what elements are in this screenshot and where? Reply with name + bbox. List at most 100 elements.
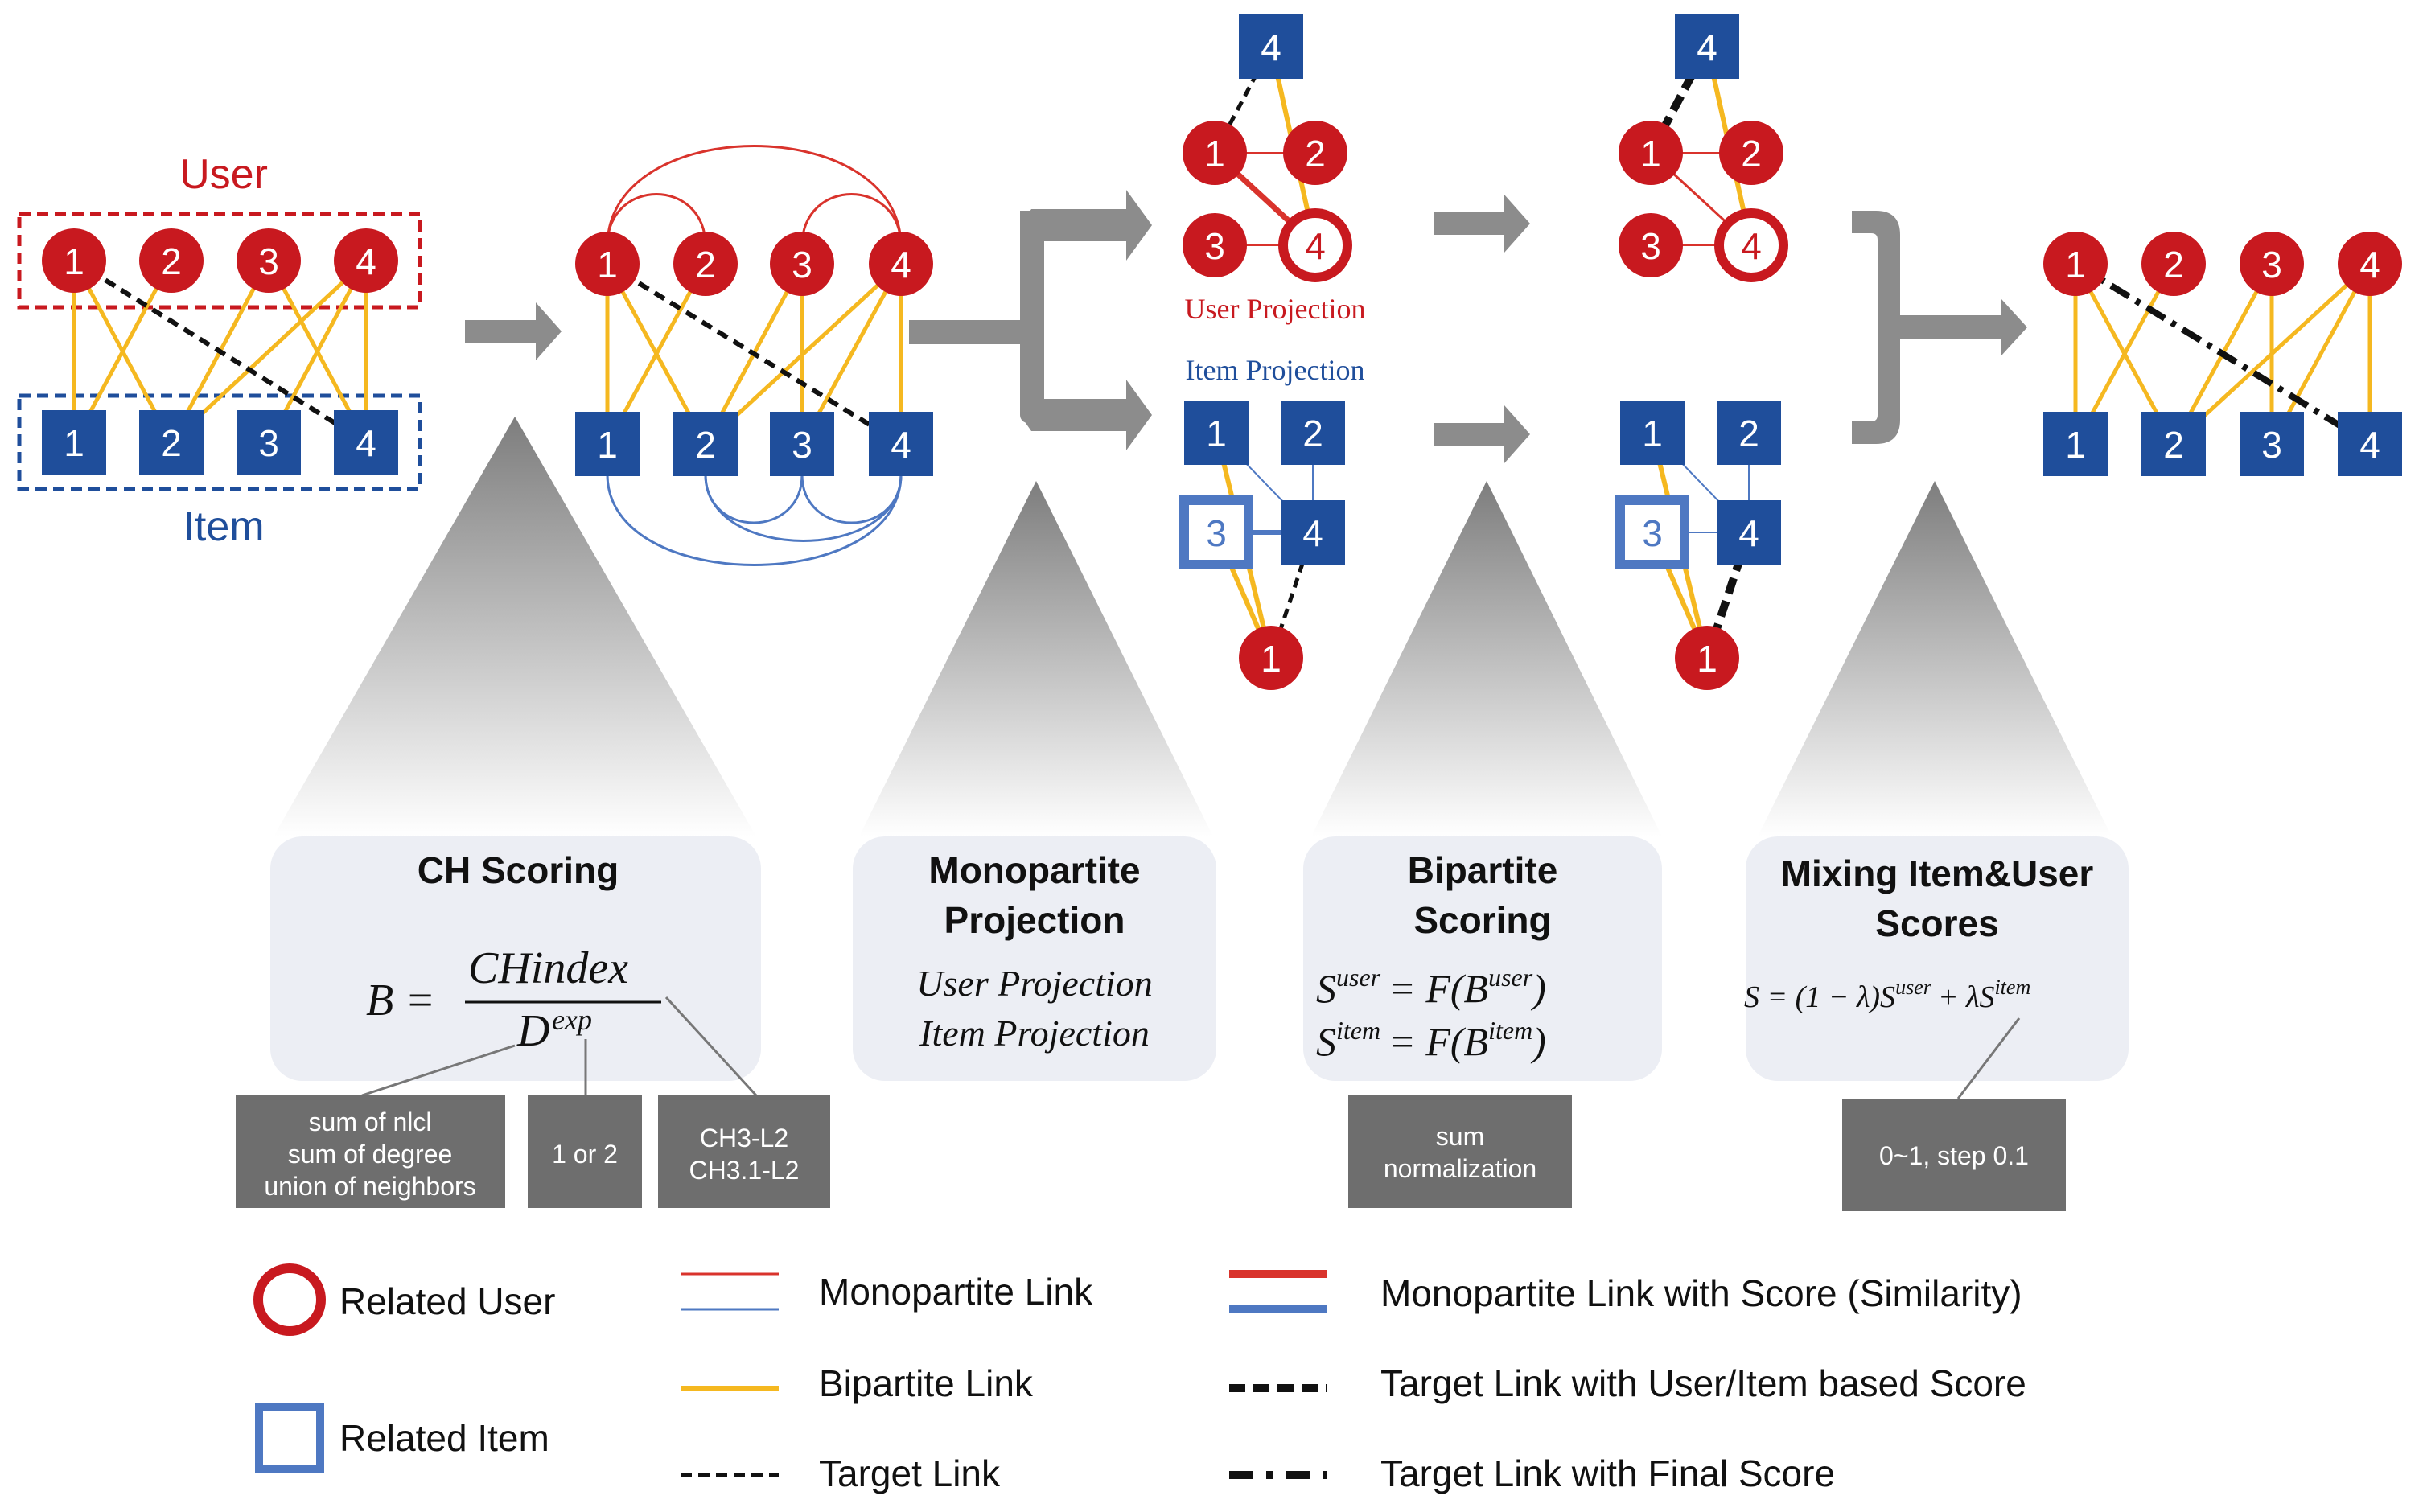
item-node-3: 3 xyxy=(258,422,279,464)
legend-target-final: Target Link with Final Score xyxy=(1380,1452,1835,1494)
score-item-node-2: 2 xyxy=(1738,413,1759,454)
panel-mixing: Mixing Item&User Scores S = (1 − λ)Suser… xyxy=(1744,836,2129,1211)
merge-arrow-icon xyxy=(1852,211,2027,444)
mix-title-2: Scores xyxy=(1875,902,1998,944)
bip-box-line-1: sum xyxy=(1436,1122,1484,1151)
item-node-3: 3 xyxy=(792,424,812,466)
panel-ch-scoring: CH Scoring B = CHindex D exp sum of nlcl… xyxy=(236,836,830,1208)
user-node-4: 4 xyxy=(356,240,376,282)
item-nodes-2: 1 2 3 4 xyxy=(575,412,933,476)
item-mono-arcs xyxy=(606,474,903,566)
legend-target-user-item: Target Link with User/Item based Score xyxy=(1380,1362,2026,1404)
related-user-icon xyxy=(253,1263,326,1336)
item-node-2: 2 xyxy=(161,422,182,464)
ch-box-3-line-2: CH3.1-L2 xyxy=(689,1156,800,1185)
ch-box-1 xyxy=(236,1095,505,1208)
stage-input-graph: User Item 1 2 3 4 xyxy=(17,151,422,550)
score-user-node-4: 4 xyxy=(1741,225,1762,267)
ch-box-3-line-1: CH3-L2 xyxy=(700,1124,788,1152)
stage-projections: 4 1 2 3 4 User Projection Item Projectio… xyxy=(1179,14,1366,690)
item-nodes: 1 2 3 4 xyxy=(42,410,398,475)
proj-item-node-2: 2 xyxy=(1302,413,1323,454)
user-mono-arcs xyxy=(606,145,903,247)
arrow-1-icon xyxy=(465,302,562,360)
related-item-icon xyxy=(255,1403,324,1473)
panel-monopartite: Monopartite Projection User Projection I… xyxy=(853,836,1216,1081)
bip-box-line-2: normalization xyxy=(1384,1154,1536,1183)
user-node-3: 3 xyxy=(792,244,812,286)
bip-formula-2: Sitem= F(Bitem) xyxy=(1316,1016,1546,1064)
stage-graph-mono: 1 2 3 4 1 2 3 4 xyxy=(575,145,933,566)
cone-bip xyxy=(1311,481,1662,836)
mix-box xyxy=(1842,1099,2066,1211)
score-item-node-1: 1 xyxy=(1642,413,1663,454)
target-link-2 xyxy=(606,261,903,446)
ch-box-3 xyxy=(658,1095,830,1208)
ch-title: CH Scoring xyxy=(418,849,619,891)
proj-item-node-3: 3 xyxy=(1206,512,1227,554)
ch-formula-lhs: B = xyxy=(366,976,435,1025)
score-user-node-3: 3 xyxy=(1640,225,1661,267)
user-group-box xyxy=(17,212,422,310)
user-projection-label: User Projection xyxy=(1185,293,1366,325)
arrow-item-icon xyxy=(1434,405,1530,463)
legend-bipartite-link: Bipartite Link xyxy=(819,1362,1034,1404)
user-group-label: User xyxy=(179,151,268,198)
stage-final-graph: 1 2 3 4 1 2 3 4 xyxy=(2043,232,2402,476)
bip-box xyxy=(1348,1095,1572,1208)
cones xyxy=(274,417,2112,836)
item-node-1: 1 xyxy=(64,422,84,464)
proj-item-node-4: 4 xyxy=(1261,27,1281,68)
score-item-node-4: 4 xyxy=(1697,27,1717,68)
mix-title-1: Mixing Item&User xyxy=(1781,853,2094,894)
ch-box-1-line-3: union of neighbors xyxy=(264,1172,475,1201)
item-node-1: 1 xyxy=(597,424,618,466)
fork-arrow-icon xyxy=(909,190,1152,450)
mono-title-2: Projection xyxy=(944,899,1125,941)
proj-user-node-4: 4 xyxy=(1305,225,1326,267)
legend-mono-score: Monopartite Link with Score (Similarity) xyxy=(1380,1272,2022,1314)
target-link xyxy=(72,258,368,445)
proj-user-node-1: 1 xyxy=(1261,638,1281,680)
score-item-node-3: 3 xyxy=(1642,512,1663,554)
ch-box-1-line-1: sum of nlcl xyxy=(309,1107,432,1136)
final-item-node-3: 3 xyxy=(2261,424,2282,466)
user-node-2: 2 xyxy=(161,240,182,282)
user-node-1: 1 xyxy=(597,244,618,286)
final-item-node-2: 2 xyxy=(2163,424,2184,466)
cone-mix xyxy=(1758,481,2112,836)
item-node-2: 2 xyxy=(695,424,716,466)
score-user-node-1b: 1 xyxy=(1697,638,1717,680)
user-nodes: 1 2 3 4 xyxy=(42,228,398,293)
mix-formula: S = (1 − λ)Suser+ λSitem xyxy=(1744,976,2030,1014)
ch-box-2 xyxy=(528,1095,642,1208)
user-node-4: 4 xyxy=(891,244,911,286)
panel-bipartite: Bipartite Scoring Suser= F(Buser) Sitem=… xyxy=(1303,836,1662,1208)
item-group-label: Item xyxy=(183,503,264,550)
legend-monopartite-link: Monopartite Link xyxy=(819,1271,1093,1313)
bip-title-2: Scoring xyxy=(1413,899,1551,941)
item-node-4: 4 xyxy=(356,422,376,464)
user-node-3: 3 xyxy=(258,240,279,282)
user-node-1: 1 xyxy=(64,240,84,282)
final-target-link xyxy=(2073,261,2372,447)
user-nodes-2: 1 2 3 4 xyxy=(575,232,933,296)
mono-line-2: Item Projection xyxy=(919,1013,1150,1054)
arrow-user-icon xyxy=(1434,195,1530,253)
ch-box-1-line-2: sum of degree xyxy=(288,1140,453,1169)
ch-numerator: CHindex xyxy=(468,943,628,993)
item-projection-label: Item Projection xyxy=(1186,354,1365,386)
proj-user-node-2: 2 xyxy=(1305,133,1326,175)
final-user-node-2: 2 xyxy=(2163,244,2184,286)
final-user-node-3: 3 xyxy=(2261,244,2282,286)
proj-item-node-4: 4 xyxy=(1302,512,1323,554)
score-item-node-4: 4 xyxy=(1738,512,1759,554)
final-item-node-4: 4 xyxy=(2359,424,2380,466)
score-user-node-2: 2 xyxy=(1741,133,1762,175)
proj-user-node-3: 3 xyxy=(1204,225,1225,267)
legend-related-user: Related User xyxy=(339,1280,555,1322)
cone-mono xyxy=(859,481,1213,836)
stage-scored-projections: 4 1 2 3 4 1 2 3 4 1 xyxy=(1615,14,1788,690)
legend-target-link: Target Link xyxy=(819,1452,1001,1494)
